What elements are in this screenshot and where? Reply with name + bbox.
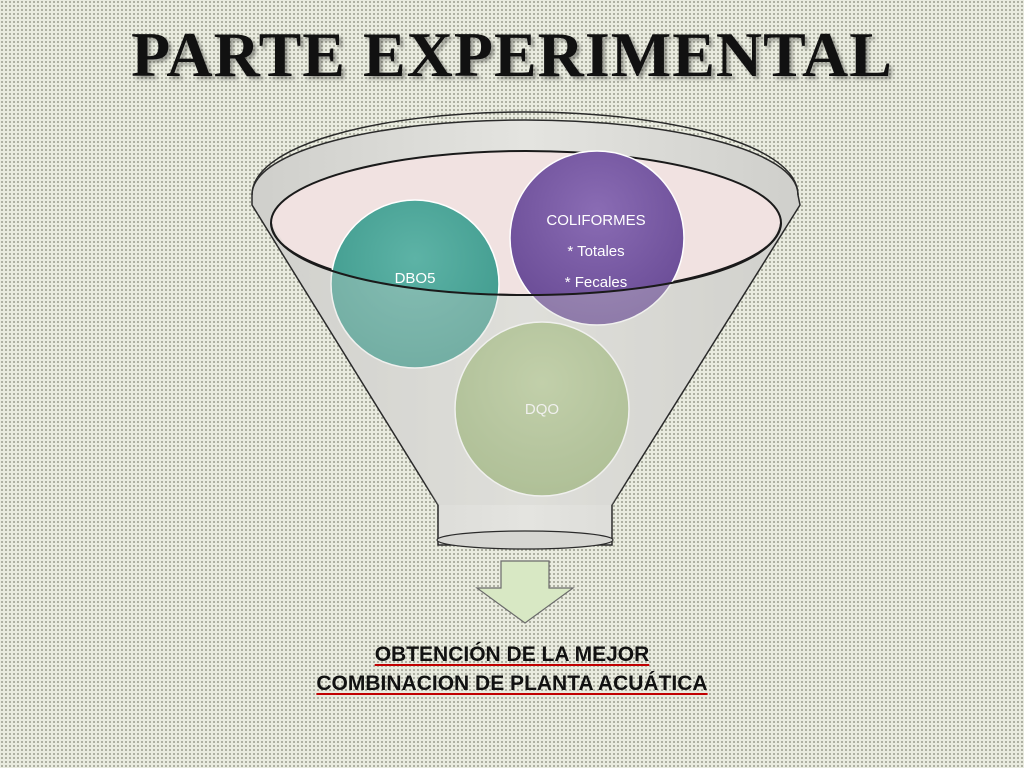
result-line-2: COMBINACION DE PLANTA ACUÁTICA — [316, 672, 708, 695]
down-arrow-icon — [475, 560, 575, 624]
coliformes-fecales: * Fecales — [565, 274, 628, 291]
dbo5-label: DBO5 — [395, 270, 436, 287]
coliformes-totales: * Totales — [567, 243, 624, 260]
circle-dqo: DQO — [454, 321, 630, 497]
funnel-front-overlay — [271, 223, 781, 505]
funnel-mouth-front-edge — [270, 222, 782, 297]
result-line-1: OBTENCIÓN DE LA MEJOR — [374, 643, 650, 666]
funnel-spout — [436, 530, 614, 550]
dqo-label: DQO — [525, 401, 559, 418]
circle-dbo5: DBO5 — [330, 199, 500, 369]
slide-title: PARTE EXPERIMENTAL — [131, 19, 893, 90]
funnel-rim — [251, 111, 799, 196]
result-text: OBTENCIÓN DE LA MEJOR COMBINACION DE PLA… — [212, 640, 812, 698]
coliformes-label: COLIFORMES — [546, 212, 645, 229]
circle-coliformes: COLIFORMES * Totales * Fecales — [509, 150, 685, 326]
